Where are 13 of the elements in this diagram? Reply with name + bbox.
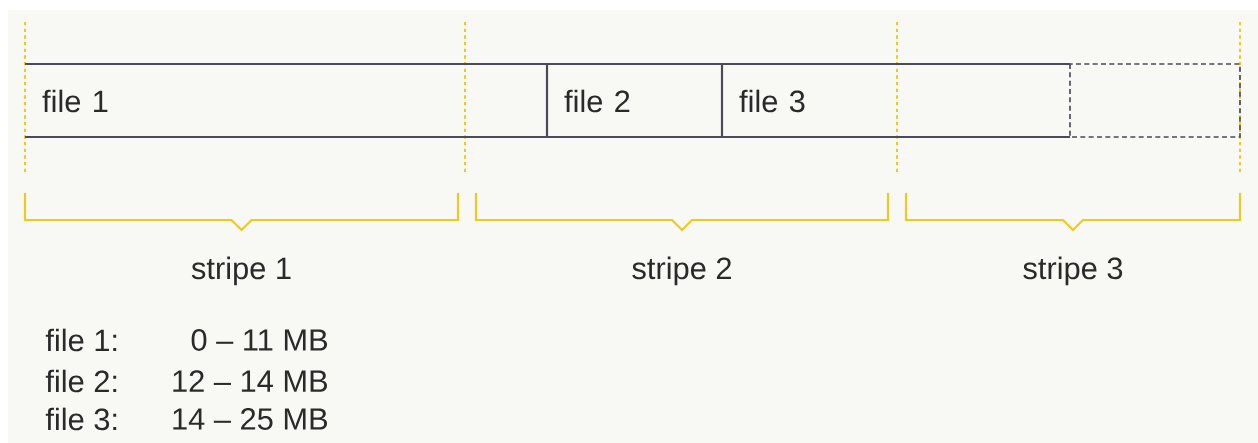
table-cell: file 1: <box>45 328 117 352</box>
table-cell: file 2: <box>45 369 117 393</box>
file-segment: file 1 <box>23 62 549 139</box>
empty-segment-box <box>1069 63 1241 138</box>
file-segment: file 3 <box>720 62 1072 139</box>
table-cell: 12 – 14 MB <box>173 370 327 392</box>
file-segment: file 2 <box>545 62 724 139</box>
table-cell: 14 – 25 MB <box>173 408 327 430</box>
stripe-label: stripe 1 <box>191 256 291 286</box>
table-cell: file 3: <box>45 407 117 431</box>
stripe-label: stripe 2 <box>632 256 731 286</box>
table-cell: 0 – 11 MB <box>191 329 328 351</box>
stripe-label: stripe 3 <box>1023 256 1123 286</box>
